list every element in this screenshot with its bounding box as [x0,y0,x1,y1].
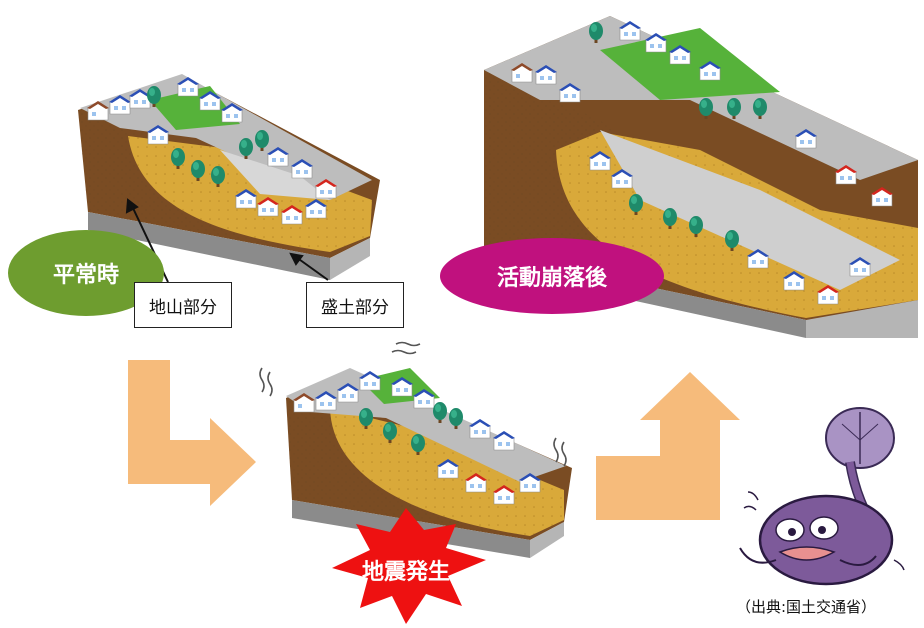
natural-ground-label: 地山部分 [134,282,232,328]
normal-state-block [78,74,380,280]
normal-state-text: 平常時 [52,263,119,288]
fill-part-text: 盛土部分 [321,297,389,318]
catfish-mascot-icon [739,407,905,586]
shake-marks [259,341,567,467]
after-collapse-label: 活動崩落後 [440,238,664,314]
flow-arrow-down-right [128,360,256,506]
natural-ground-text: 地山部分 [149,297,217,318]
earthquake-label: 地震発生 [336,550,476,590]
earthquake-text: 地震発生 [361,560,450,585]
after-collapse-text: 活動崩落後 [496,266,607,291]
earthquake-burst [332,508,486,624]
source-text: （出典:国土交通省） [736,598,877,616]
source-caption: （出典:国土交通省） [736,596,876,617]
fill-part-label: 盛土部分 [306,282,404,328]
flow-arrow-up-right [596,372,740,520]
normal-state-label: 平常時 [8,230,164,316]
